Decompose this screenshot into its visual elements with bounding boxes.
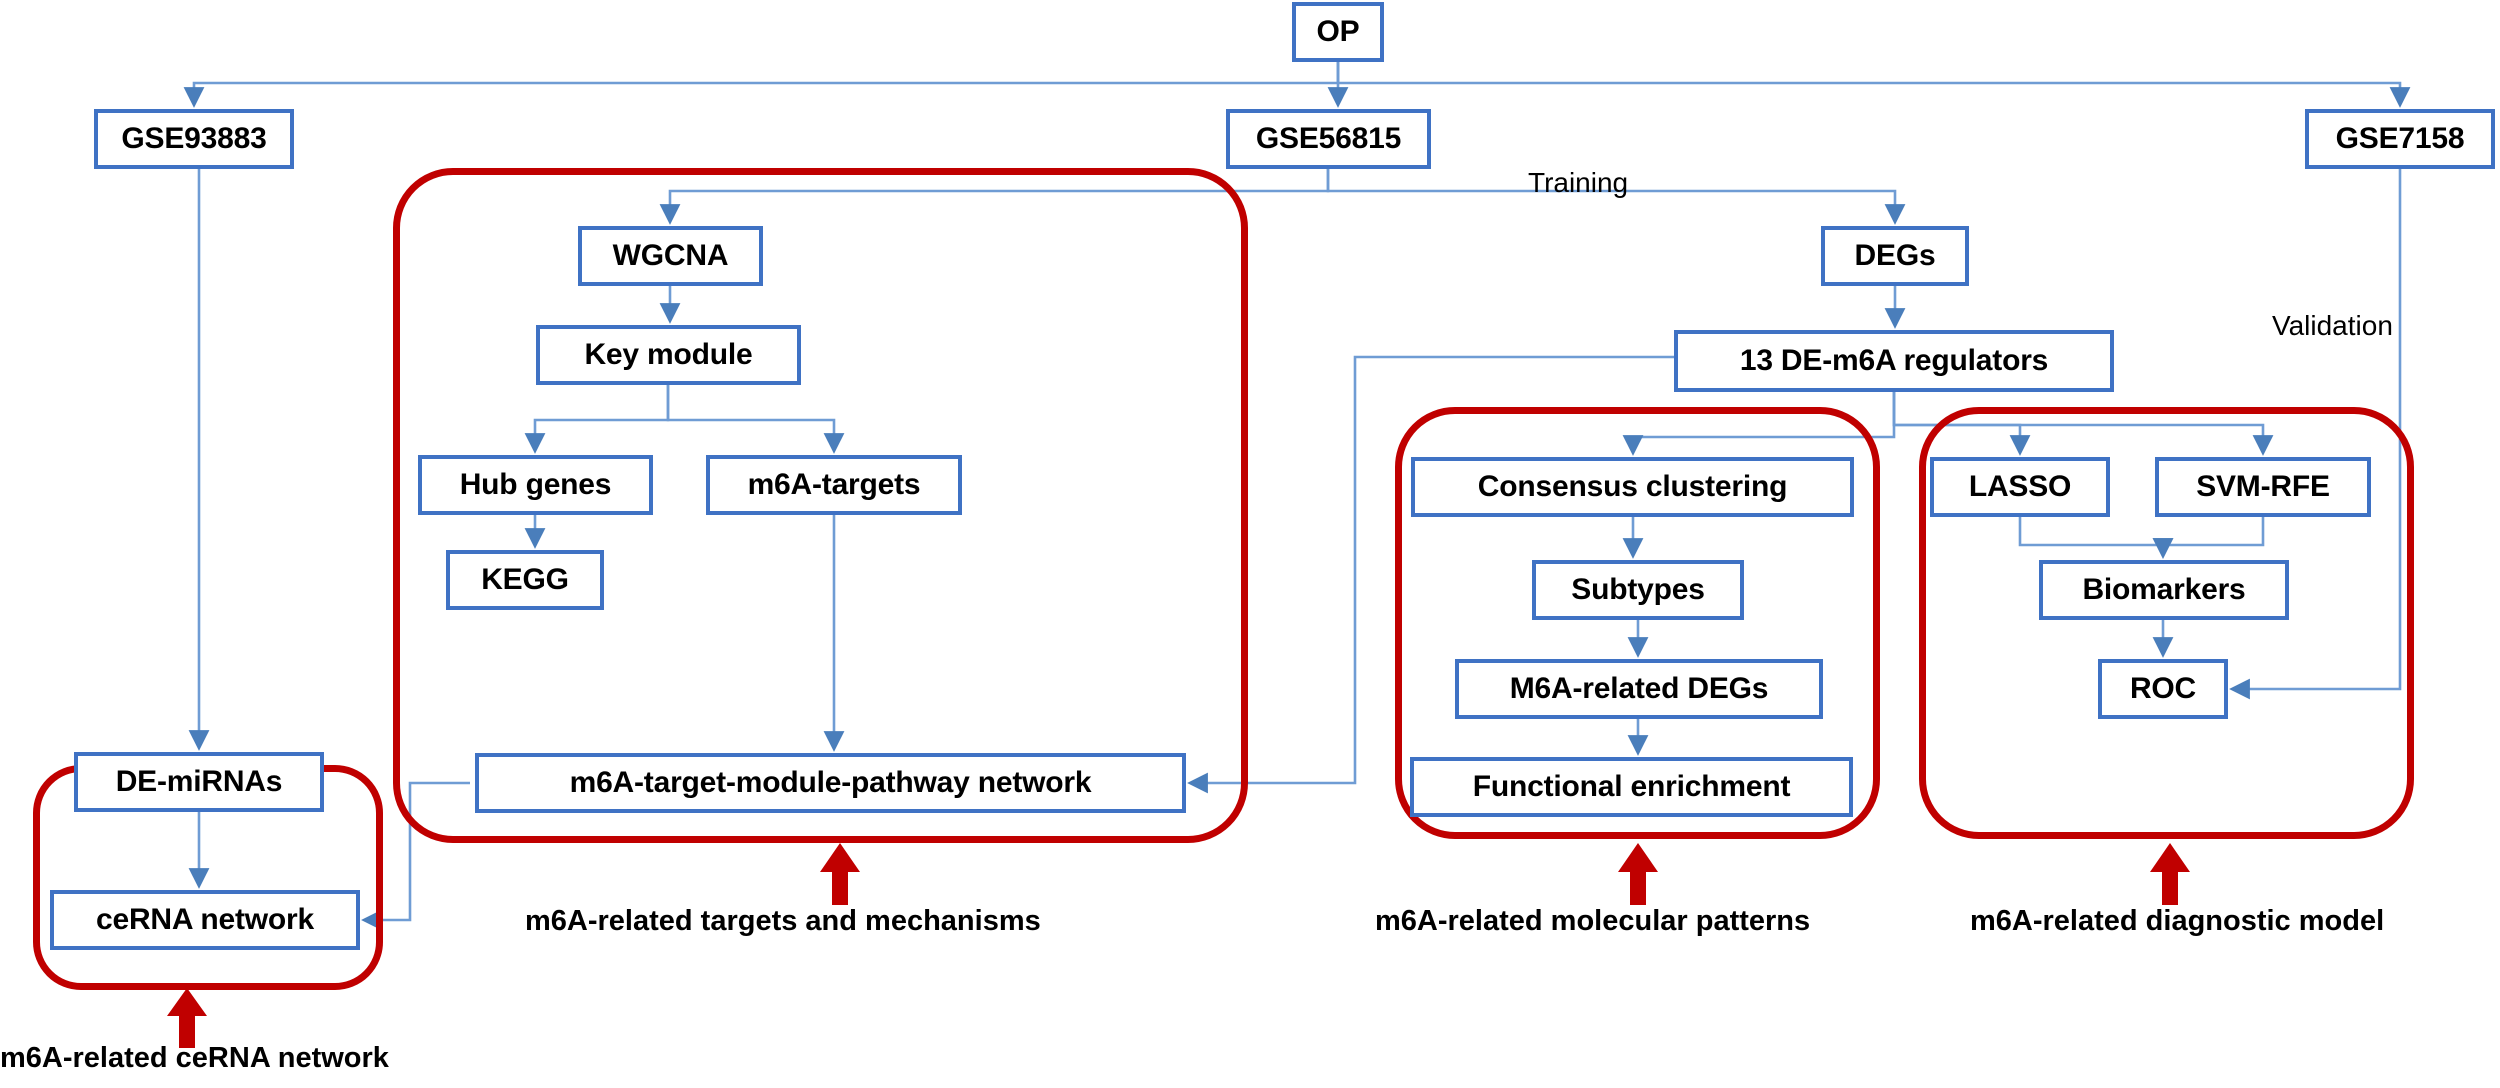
caption-targets-text: m6A-related targets and mechanisms [525,905,1041,937]
edge-regulators-svmrfe [1892,392,2274,456]
node-key-module[interactable]: Key module [536,325,801,385]
cerna-accent-arrow [167,988,207,1048]
edge-gse56815-degs [1326,169,1906,225]
node-de-mirnas-label: DE-miRNAs [115,765,283,798]
edge-label-training: Training [1528,167,1628,199]
edge-regulators-network [1187,355,1674,794]
node-wgcna-label: WGCNA [612,239,729,272]
node-kegg[interactable]: KEGG [446,550,604,610]
node-lasso-label: LASSO [1968,470,2072,503]
node-m6a-targets[interactable]: m6A-targets [706,455,962,515]
node-subtypes[interactable]: Subtypes [1532,560,1744,620]
targets-accent-arrow [820,843,860,905]
node-regulators-label: 13 DE-m6A regulators [1739,344,2049,377]
node-svm-rfe[interactable]: SVM-RFE [2155,457,2371,517]
node-cerna-network[interactable]: ceRNA network [50,890,360,950]
node-gse93883-label: GSE93883 [121,122,267,155]
edge-regulators-lasso [1892,392,2031,456]
node-op-label: OP [1316,15,1360,48]
node-cerna-label: ceRNA network [95,903,314,936]
node-biomarkers-label: Biomarkers [2082,573,2246,606]
node-key-module-label: Key module [584,338,753,371]
node-de-mirnas[interactable]: DE-miRNAs [74,752,324,812]
node-gse7158[interactable]: GSE7158 [2305,109,2495,169]
node-op[interactable]: OP [1292,2,1384,62]
edge-label-validation: Validation [2272,310,2393,342]
node-kegg-label: KEGG [481,563,569,596]
node-m6a-targets-label: m6A-targets [747,468,921,501]
node-network-label: m6A-target-module-pathway network [569,766,1092,799]
node-m6a-related-degs[interactable]: M6A-related DEGs [1455,659,1823,719]
node-roc-label: ROC [2129,672,2197,705]
patterns-accent-arrow [1618,843,1658,905]
node-gse7158-label: GSE7158 [2335,122,2465,155]
edge-svmrfe-biomarkers [2152,517,2265,559]
caption-diagnostic-text: m6A-related diagnostic model [1970,905,2385,937]
node-gse56815[interactable]: GSE56815 [1226,109,1431,169]
edge-network-cerna [361,781,470,931]
node-subtypes-label: Subtypes [1571,573,1705,606]
training-text: Training [1528,167,1629,198]
node-hub-genes-label: Hub genes [459,468,612,501]
edge-gse56815-wgcna [659,169,1330,225]
node-m6a-degs-label: M6A-related DEGs [1509,672,1769,705]
caption-cerna-network: m6A-related ceRNA network [0,1042,389,1075]
caption-diagnostic-model: m6A-related diagnostic model [1970,905,2384,938]
diagnostic-accent-arrow [2150,843,2190,905]
node-biomarkers[interactable]: Biomarkers [2039,560,2289,620]
node-hub-genes[interactable]: Hub genes [418,455,653,515]
edge-keymodule-hubgenes [524,385,670,454]
node-gse93883[interactable]: GSE93883 [94,109,294,169]
node-gse56815-label: GSE56815 [1255,122,1402,155]
node-lasso[interactable]: LASSO [1930,457,2110,517]
validation-text: Validation [2272,310,2393,341]
node-consensus-label: Consensus clustering [1477,470,1788,503]
node-degs-label: DEGs [1854,239,1936,272]
caption-targets-and-mechanisms: m6A-related targets and mechanisms [525,905,1041,938]
edge-regulators-consensus [1622,392,1896,456]
caption-patterns-text: m6A-related molecular patterns [1375,905,1811,937]
caption-molecular-patterns: m6A-related molecular patterns [1375,905,1810,938]
node-degs[interactable]: DEGs [1821,226,1969,286]
node-13-de-m6a-regulators[interactable]: 13 DE-m6A regulators [1674,330,2114,392]
edge-gse7158-roc [2229,169,2402,700]
node-wgcna[interactable]: WGCNA [578,226,763,286]
edge-keymodule-m6atargets [666,385,845,454]
node-svm-rfe-label: SVM-RFE [2196,470,2330,503]
edge-lasso-biomarkers [2018,517,2174,559]
edge-op-gse93883 [183,62,1340,108]
edge-op-gse7158 [1336,62,2411,108]
node-functional-enrichment[interactable]: Functional enrichment [1410,757,1853,817]
node-func-enrich-label: Functional enrichment [1472,770,1791,803]
node-roc[interactable]: ROC [2098,659,2228,719]
caption-cerna-text: m6A-related ceRNA network [0,1042,389,1074]
node-m6a-target-module-pathway-network[interactable]: m6A-target-module-pathway network [475,753,1186,813]
node-consensus-clustering[interactable]: Consensus clustering [1411,457,1854,517]
